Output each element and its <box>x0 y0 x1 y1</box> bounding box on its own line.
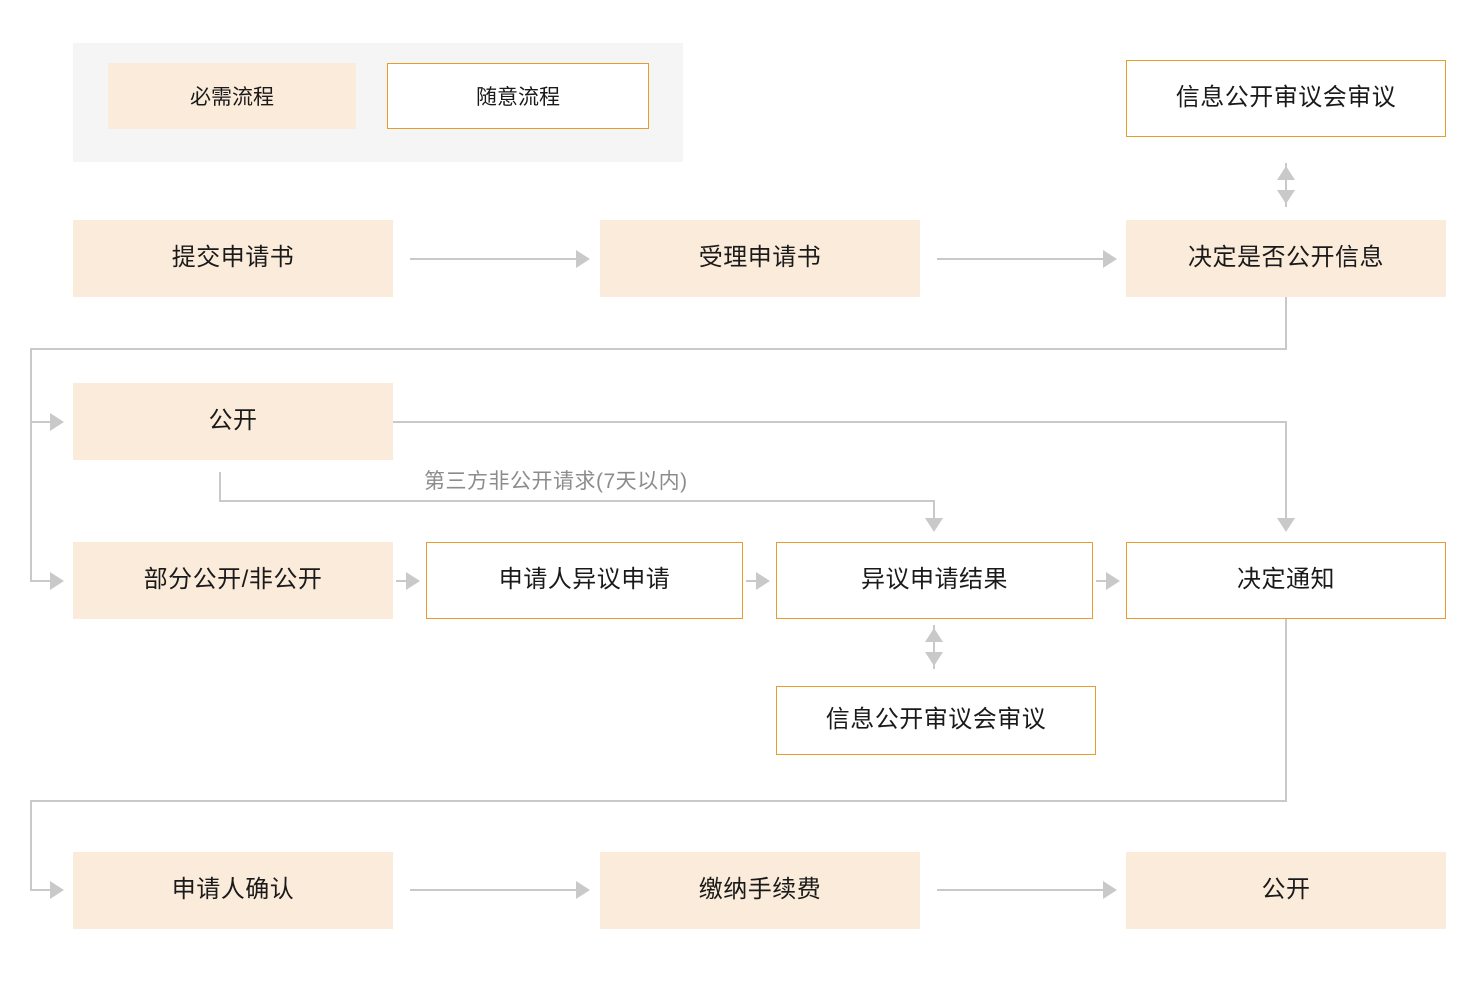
legend-panel: 必需流程 随意流程 <box>73 43 683 162</box>
node-decide-disclosure[interactable]: 决定是否公开信息 <box>1126 220 1446 297</box>
node-decide-disclosure-label: 决定是否公开信息 <box>1188 244 1384 272</box>
arrowhead-right-decide <box>1103 250 1117 268</box>
arrowhead-down-notice <box>1277 518 1295 532</box>
connector-decide-down <box>1285 297 1287 350</box>
node-objection-result-label: 异议申请结果 <box>861 566 1008 594</box>
connector-disclose-down-to-notice <box>1285 421 1287 521</box>
node-partial-or-nondisclosure[interactable]: 部分公开/非公开 <box>73 542 393 619</box>
node-decision-notice-label: 决定通知 <box>1237 566 1335 594</box>
connector-thirdparty-down <box>933 500 935 522</box>
arrowhead-right-partial <box>50 572 64 590</box>
connector-rail-to-partial <box>30 580 52 582</box>
node-applicant-confirm[interactable]: 申请人确认 <box>73 852 393 929</box>
connector-accept-to-decide <box>937 258 1105 260</box>
arrowhead-up-result <box>925 628 943 642</box>
connector-left-rail <box>30 348 32 582</box>
node-accept-application[interactable]: 受理申请书 <box>600 220 920 297</box>
arrowhead-right-objection <box>406 572 420 590</box>
connector-rail-to-confirm <box>30 889 52 891</box>
connector-partial-to-objection <box>396 580 410 582</box>
node-applicant-objection[interactable]: 申请人异议申请 <box>426 542 743 619</box>
connector-confirm-to-fee <box>410 889 578 891</box>
connector-review-decide <box>1285 163 1287 207</box>
legend-optional-chip: 随意流程 <box>387 63 649 129</box>
arrowhead-right-confirm <box>50 881 64 899</box>
edge-label-third-party-request: 第三方非公开请求(7天以内) <box>424 465 688 495</box>
node-review-committee-top[interactable]: 信息公开审议会审议 <box>1126 60 1446 137</box>
node-disclose-final[interactable]: 公开 <box>1126 852 1446 929</box>
connector-thirdparty-down-stub <box>219 472 221 502</box>
arrowhead-right-disclose <box>50 413 64 431</box>
connector-thirdparty-across <box>219 500 935 502</box>
node-submit-application[interactable]: 提交申请书 <box>73 220 393 297</box>
arrowhead-up-review <box>1277 166 1295 180</box>
arrowhead-right-fee <box>576 881 590 899</box>
connector-fee-to-disclose-final <box>937 889 1105 891</box>
connector-submit-to-accept <box>410 258 578 260</box>
arrowhead-right-decision-notice <box>1106 572 1120 590</box>
edge-label-third-party-request-text: 第三方非公开请求(7天以内) <box>424 470 688 493</box>
connector-result-to-notice <box>1096 580 1110 582</box>
connector-result-review <box>933 625 935 669</box>
arrowhead-down-objection-result <box>925 518 943 532</box>
connector-rail-to-disclose <box>30 421 52 423</box>
arrowhead-down-decide <box>1277 190 1295 204</box>
arrowhead-right-accept <box>576 250 590 268</box>
node-applicant-confirm-label: 申请人确认 <box>171 876 295 904</box>
node-decision-notice[interactable]: 决定通知 <box>1126 542 1446 619</box>
node-review-committee-top-label: 信息公开审议会审议 <box>1175 84 1397 112</box>
connector-notice-to-bottom-rail <box>30 800 1287 802</box>
node-partial-or-nondisclosure-label: 部分公开/非公开 <box>143 566 323 594</box>
node-pay-fee[interactable]: 缴纳手续费 <box>600 852 920 929</box>
node-accept-application-label: 受理申请书 <box>698 244 822 272</box>
legend-required-label: 必需流程 <box>190 86 274 109</box>
node-disclose-label: 公开 <box>208 407 258 435</box>
node-disclose-final-label: 公开 <box>1261 876 1311 904</box>
node-pay-fee-label: 缴纳手续费 <box>698 876 822 904</box>
connector-decide-to-rail <box>30 348 1287 350</box>
arrowhead-right-disclose-final <box>1103 881 1117 899</box>
node-review-committee-bottom-label: 信息公开审议会审议 <box>825 706 1047 734</box>
node-disclose[interactable]: 公开 <box>73 383 393 460</box>
arrowhead-down-review-bottom <box>925 652 943 666</box>
connector-notice-down <box>1285 619 1287 802</box>
legend-optional-label: 随意流程 <box>476 86 560 109</box>
node-applicant-objection-label: 申请人异议申请 <box>498 566 671 594</box>
legend-required-chip: 必需流程 <box>108 63 356 129</box>
connector-bottom-left-rail <box>30 800 32 890</box>
node-submit-application-label: 提交申请书 <box>171 244 295 272</box>
arrowhead-right-objection-result <box>756 572 770 590</box>
connector-disclose-right <box>393 421 1287 423</box>
node-objection-result[interactable]: 异议申请结果 <box>776 542 1093 619</box>
node-review-committee-bottom[interactable]: 信息公开审议会审议 <box>776 686 1096 755</box>
connector-objection-to-result <box>746 580 760 582</box>
